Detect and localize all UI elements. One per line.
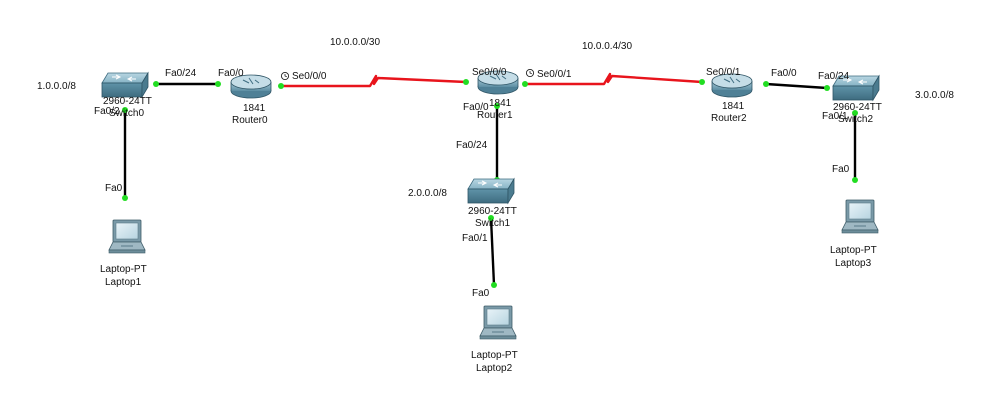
switch2-model-label: 2960-24TT (833, 102, 882, 113)
router2-model-label: 1841 (722, 101, 745, 112)
port-label: Fa0/1 (462, 233, 488, 244)
port-label: Fa0 (105, 183, 123, 194)
port-led (153, 81, 159, 87)
port-label: Fa0/2 (94, 106, 120, 117)
port-label: Fa0/0 (218, 68, 244, 79)
port-label: Fa0/0 (771, 68, 797, 79)
link-router2-switch2[interactable] (765, 82, 828, 90)
switch1-model-label: 2960-24TT (468, 206, 517, 217)
laptop2[interactable]: Laptop-PT Laptop2 (471, 305, 518, 374)
port-led (522, 81, 528, 87)
switch0[interactable]: 2960-24TT Switch0 (101, 72, 152, 119)
port-label: Fa0 (832, 164, 850, 175)
port-led (215, 81, 221, 87)
laptop3[interactable]: Laptop-PT Laptop3 (830, 199, 879, 269)
port-label: Fa0/24 (818, 71, 850, 82)
router0[interactable]: 1841 Router0 (230, 74, 272, 126)
laptop2-name-label: Laptop2 (476, 363, 513, 374)
port-led (494, 103, 500, 109)
network-label-3-0-0-0: 3.0.0.0/8 (915, 90, 954, 101)
router1-model-label: 1841 (489, 98, 512, 109)
serial-link-router1-router2[interactable] (525, 72, 703, 86)
port-label: Fa0/24 (456, 140, 488, 151)
port-label: Se0/0/1 (706, 67, 741, 78)
router1-name-label: Router1 (477, 110, 513, 121)
router0-name-label: Router0 (232, 115, 268, 126)
laptop3-name-label: Laptop3 (835, 258, 872, 269)
port-led (122, 195, 128, 201)
router2-name-label: Router2 (711, 113, 747, 124)
link-switch1-laptop2[interactable] (489, 217, 496, 286)
laptop2-model-label: Laptop-PT (471, 350, 518, 361)
port-label: Fa0/1 (822, 111, 848, 122)
port-led (491, 282, 497, 288)
clock-icon (525, 68, 535, 78)
laptop1[interactable]: Laptop-PT Laptop1 (100, 219, 147, 288)
port-led (852, 177, 858, 183)
port-label: Se0/0/1 (537, 69, 572, 80)
network-label-1-0-0-0: 1.0.0.0/8 (37, 81, 76, 92)
router0-model-label: 1841 (243, 103, 266, 114)
laptop3-model-label: Laptop-PT (830, 245, 877, 256)
switch2[interactable]: 2960-24TT Switch2 (832, 75, 882, 125)
port-label: Se0/0/0 (472, 67, 507, 78)
port-led (278, 83, 284, 89)
switch0-name-label: Switch0 (109, 108, 144, 119)
switch2-name-label: Switch2 (838, 114, 873, 125)
clock-icon (280, 71, 290, 81)
switch-icon (467, 178, 515, 204)
port-led (463, 79, 469, 85)
port-label: Fa0 (472, 288, 490, 299)
router1[interactable]: 1841 Router1 (477, 70, 519, 121)
laptop1-model-label: Laptop-PT (100, 264, 147, 275)
switch0-model-label: 2960-24TT (103, 96, 152, 107)
port-label: Fa0/24 (165, 68, 197, 79)
switch1-name-label: Switch1 (475, 218, 510, 229)
router2[interactable]: 1841 Router2 (711, 73, 753, 124)
laptop-icon (479, 305, 517, 340)
port-label: Fa0/0 (463, 102, 489, 113)
port-led (699, 79, 705, 85)
port-led (763, 81, 769, 87)
switch-icon (101, 72, 149, 98)
switch1[interactable]: 2960-24TT Switch1 (467, 178, 517, 229)
laptop-icon (108, 219, 146, 254)
laptop-icon (841, 199, 879, 234)
port-led (852, 110, 858, 116)
network-label-10-0-0-4: 10.0.0.4/30 (582, 41, 632, 52)
serial-link-router0-router1[interactable] (281, 74, 467, 88)
network-label-10-0-0-0: 10.0.0.0/30 (330, 37, 380, 48)
port-led (824, 85, 830, 91)
port-led (122, 107, 128, 113)
laptop1-name-label: Laptop1 (105, 277, 142, 288)
network-label-2-0-0-0: 2.0.0.0/8 (408, 188, 447, 199)
port-label: Se0/0/0 (292, 71, 327, 82)
port-led (488, 215, 494, 221)
